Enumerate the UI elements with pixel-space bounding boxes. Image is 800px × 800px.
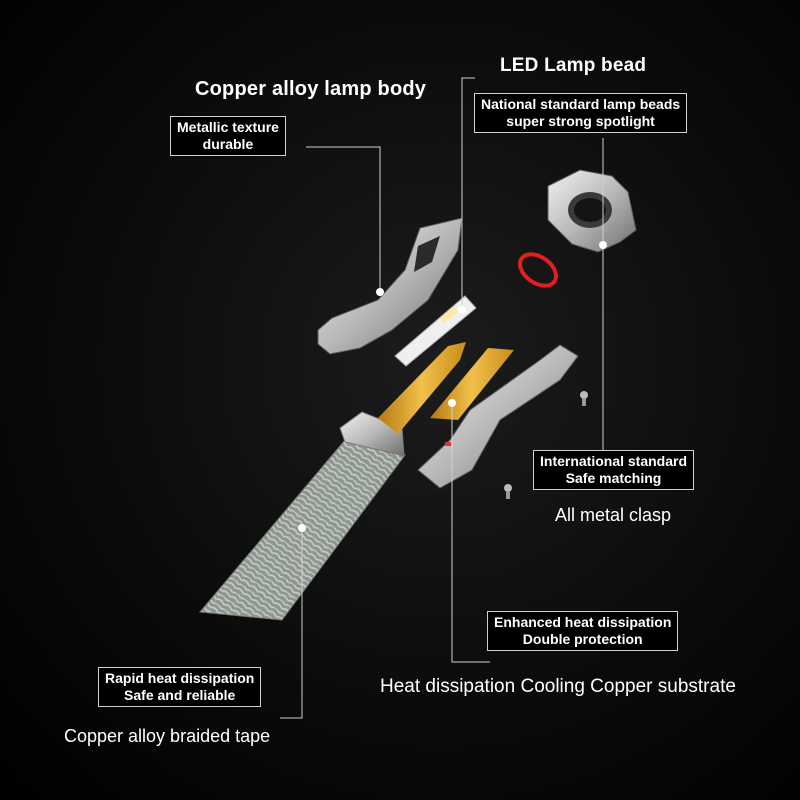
braided-tape-info-line1: Rapid heat dissipation [105, 670, 255, 686]
metal-clasp-info-box: International standard Safe matching [533, 450, 695, 490]
metal-clasp-info-line2: Safe matching [565, 470, 662, 486]
metal-clasp-info-line1: International standard [540, 453, 688, 469]
copper-substrate-info-box: Enhanced heat dissipation Double protect… [487, 611, 679, 651]
lamp-bead-info-box: National standard lamp beads super stron… [474, 93, 688, 133]
lamp-holder [417, 344, 579, 489]
marker-dots [298, 241, 607, 532]
metal-clasp [547, 169, 637, 253]
lamp-body-title: Copper alloy lamp body [195, 78, 427, 100]
screw-bottom [504, 484, 512, 499]
braided-tape-info-box: Rapid heat dissipation Safe and reliable [98, 667, 262, 707]
copper-substrate-caption: Heat dissipation Cooling Copper substrat… [380, 676, 736, 697]
metal-clasp-caption: All metal clasp [555, 505, 672, 525]
holder-red-mark [445, 442, 451, 446]
copper-substrate-info-line2: Double protection [522, 631, 643, 647]
copper-strip-long [378, 342, 466, 434]
led-chip [440, 306, 458, 324]
braided-tape-info-line2: Safe and reliable [124, 687, 236, 703]
o-ring [517, 252, 559, 288]
lamp-body-info-line2: durable [202, 136, 254, 152]
braided-tape-caption: Copper alloy braided tape [64, 726, 271, 746]
lamp-body-info-line1: Metallic texture [177, 119, 279, 135]
lamp-bead-info-line2: super strong spotlight [506, 113, 655, 129]
led-strip [394, 295, 477, 367]
lamp-bead-info-line1: National standard lamp beads [481, 96, 681, 112]
lamp-bead-title: LED Lamp bead [500, 55, 647, 76]
lamp-body-info-box: Metallic texture durable [170, 116, 286, 156]
copper-substrate-info-line1: Enhanced heat dissipation [494, 614, 672, 630]
lamp-body-slot [414, 236, 440, 272]
screw-top [580, 391, 588, 406]
